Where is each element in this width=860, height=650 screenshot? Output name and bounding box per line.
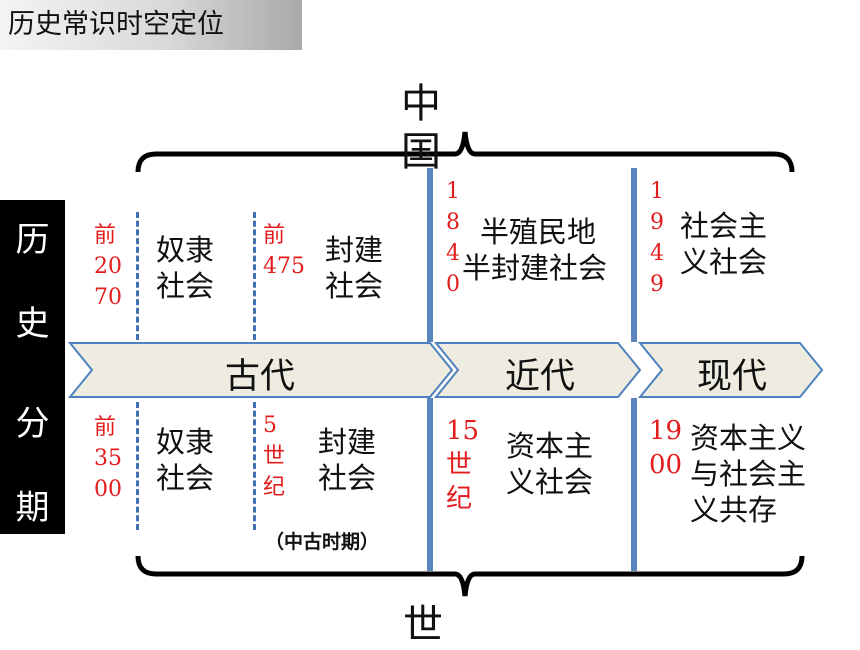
contemporary-arrow [637, 342, 824, 398]
divider-1840 [427, 168, 433, 342]
side-label-char: 历 [15, 220, 50, 260]
china-semi-colonial-label: 半殖民地半封建社会 [462, 215, 608, 285]
side-label-char: 分 [15, 404, 50, 444]
slide-title: 历史常识时空定位 [0, 0, 302, 50]
china-label: 中国 [401, 81, 441, 175]
world-coexist-label: 资本主义与社会主义共存 [690, 421, 807, 527]
divider-15th-century [427, 398, 433, 571]
world-capitalist-label: 资本主义社会 [506, 429, 594, 499]
divider-1949 [631, 168, 637, 342]
china-brace [135, 131, 795, 173]
dashed-divider [253, 212, 256, 340]
ancient-arrow [67, 342, 454, 398]
side-label-panel: 历 史 分 期 [0, 200, 65, 534]
china-slave-label: 奴隶社会 [156, 233, 215, 303]
dashed-divider [253, 402, 256, 530]
side-label-char: 史 [15, 304, 50, 344]
china-socialist-label: 社会主义社会 [680, 209, 768, 279]
dashed-divider [136, 402, 139, 530]
side-label-char: 期 [15, 488, 50, 528]
period-ancient: 古代 [224, 357, 295, 397]
world-feudal-label: 封建社会 [318, 425, 377, 495]
period-contemporary: 现代 [696, 357, 767, 397]
china-feudal-label: 封建社会 [325, 233, 384, 303]
modern-arrow [433, 342, 642, 398]
world-brace [135, 555, 805, 597]
divider-1900 [631, 398, 637, 571]
medieval-note: （中古时期） [265, 531, 380, 553]
world-label: 世 [403, 602, 443, 648]
world-slave-label: 奴隶社会 [156, 425, 215, 495]
period-modern: 近代 [504, 357, 575, 397]
dashed-divider [136, 212, 139, 340]
